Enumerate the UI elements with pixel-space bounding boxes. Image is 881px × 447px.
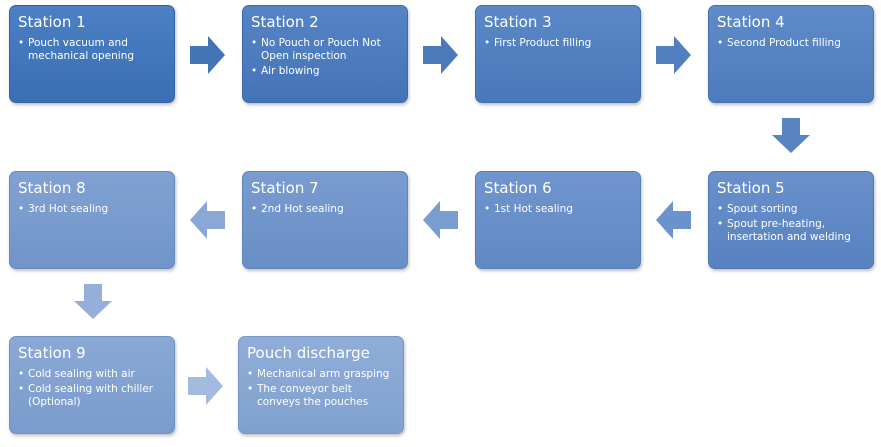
right-arrow-icon [656, 36, 691, 74]
station-step: The conveyor belt conveys the pouches [247, 383, 395, 409]
station-step: No Pouch or Pouch Not Open inspection [251, 37, 399, 63]
left-arrow-icon [423, 201, 458, 239]
left-arrow-icon [656, 201, 691, 239]
station-title: Station 1 [18, 13, 86, 31]
station-3-box: Station 3 First Product filling [475, 5, 641, 103]
down-arrow-icon [772, 118, 810, 153]
station-title: Station 3 [484, 13, 552, 31]
station-9-box: Station 9 Cold sealing with air Cold sea… [9, 336, 175, 434]
station-title: Station 9 [18, 344, 86, 362]
station-1-box: Station 1 Pouch vacuum and mechanical op… [9, 5, 175, 103]
station-title: Station 8 [18, 179, 86, 197]
pouch-discharge-box: Pouch discharge Mechanical arm grasping … [238, 336, 404, 434]
station-5-box: Station 5 Spout sorting Spout pre-heatin… [708, 171, 874, 269]
left-arrow-icon [190, 201, 225, 239]
station-step: Cold sealing with air [18, 368, 166, 381]
station-step: Second Product filling [717, 37, 865, 50]
right-arrow-icon [188, 367, 223, 405]
right-arrow-icon [190, 36, 225, 74]
station-title: Station 7 [251, 179, 319, 197]
station-title: Station 5 [717, 179, 785, 197]
down-arrow-icon [74, 284, 112, 319]
station-7-box: Station 7 2nd Hot sealing [242, 171, 408, 269]
station-step: First Product filling [484, 37, 632, 50]
station-step: 1st Hot sealing [484, 203, 632, 216]
station-title: Pouch discharge [247, 344, 370, 362]
station-title: Station 2 [251, 13, 319, 31]
station-title: Station 6 [484, 179, 552, 197]
station-6-box: Station 6 1st Hot sealing [475, 171, 641, 269]
station-step: Pouch vacuum and mechanical opening [18, 37, 166, 63]
station-4-box: Station 4 Second Product filling [708, 5, 874, 103]
station-step: 2nd Hot sealing [251, 203, 399, 216]
station-step: Mechanical arm grasping [247, 368, 395, 381]
station-title: Station 4 [717, 13, 785, 31]
station-step: Cold sealing with chiller (Optional) [18, 383, 166, 409]
station-2-box: Station 2 No Pouch or Pouch Not Open ins… [242, 5, 408, 103]
station-8-box: Station 8 3rd Hot sealing [9, 171, 175, 269]
station-step: Spout sorting [717, 203, 865, 216]
right-arrow-icon [423, 36, 458, 74]
station-step: Air blowing [251, 65, 399, 78]
station-step: Spout pre-heating, insertation and weldi… [717, 218, 865, 244]
station-step: 3rd Hot sealing [18, 203, 166, 216]
